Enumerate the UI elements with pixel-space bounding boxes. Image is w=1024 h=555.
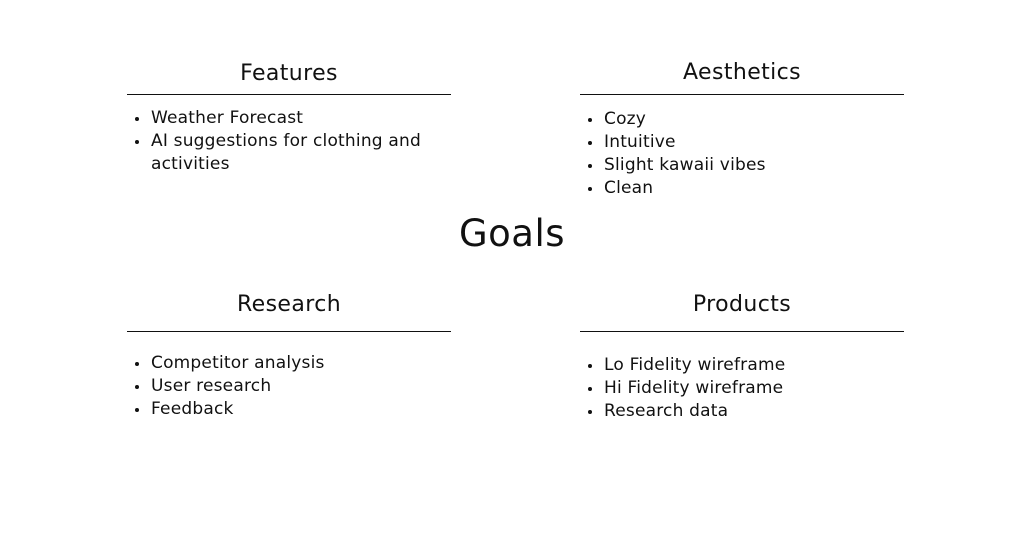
list-item: Weather Forecast xyxy=(135,107,431,130)
list-item: User research xyxy=(135,375,451,398)
research-heading: Research xyxy=(236,292,342,317)
list-item: Cozy xyxy=(588,108,904,131)
goals-title: Goals xyxy=(458,212,566,255)
features-divider xyxy=(127,94,451,95)
features-section: Features Weather Forecast AI suggestions… xyxy=(127,59,451,176)
list-item: AI suggestions for clothing and activiti… xyxy=(135,130,431,176)
list-item: Slight kawaii vibes xyxy=(588,154,904,177)
list-item: Feedback xyxy=(135,398,451,421)
aesthetics-list: Cozy Intuitive Slight kawaii vibes Clean xyxy=(580,108,904,200)
products-heading: Products xyxy=(692,292,792,317)
products-list: Lo Fidelity wireframe Hi Fidelity wirefr… xyxy=(580,354,904,423)
research-list: Competitor analysis User research Feedba… xyxy=(127,352,451,421)
list-item: Competitor analysis xyxy=(135,352,451,375)
products-section: Products Lo Fidelity wireframe Hi Fideli… xyxy=(580,290,904,423)
features-list: Weather Forecast AI suggestions for clot… xyxy=(127,107,431,176)
aesthetics-heading: Aesthetics xyxy=(682,60,802,85)
products-divider xyxy=(580,331,904,332)
aesthetics-divider xyxy=(580,94,904,95)
research-divider xyxy=(127,331,451,332)
aesthetics-section: Aesthetics Cozy Intuitive Slight kawaii … xyxy=(580,58,904,200)
list-item: Intuitive xyxy=(588,131,904,154)
research-section: Research Competitor analysis User resear… xyxy=(127,290,451,421)
list-item: Lo Fidelity wireframe xyxy=(588,354,904,377)
list-item: Clean xyxy=(588,177,904,200)
list-item: Hi Fidelity wireframe xyxy=(588,377,904,400)
features-heading: Features xyxy=(240,61,338,86)
list-item: Research data xyxy=(588,400,904,423)
